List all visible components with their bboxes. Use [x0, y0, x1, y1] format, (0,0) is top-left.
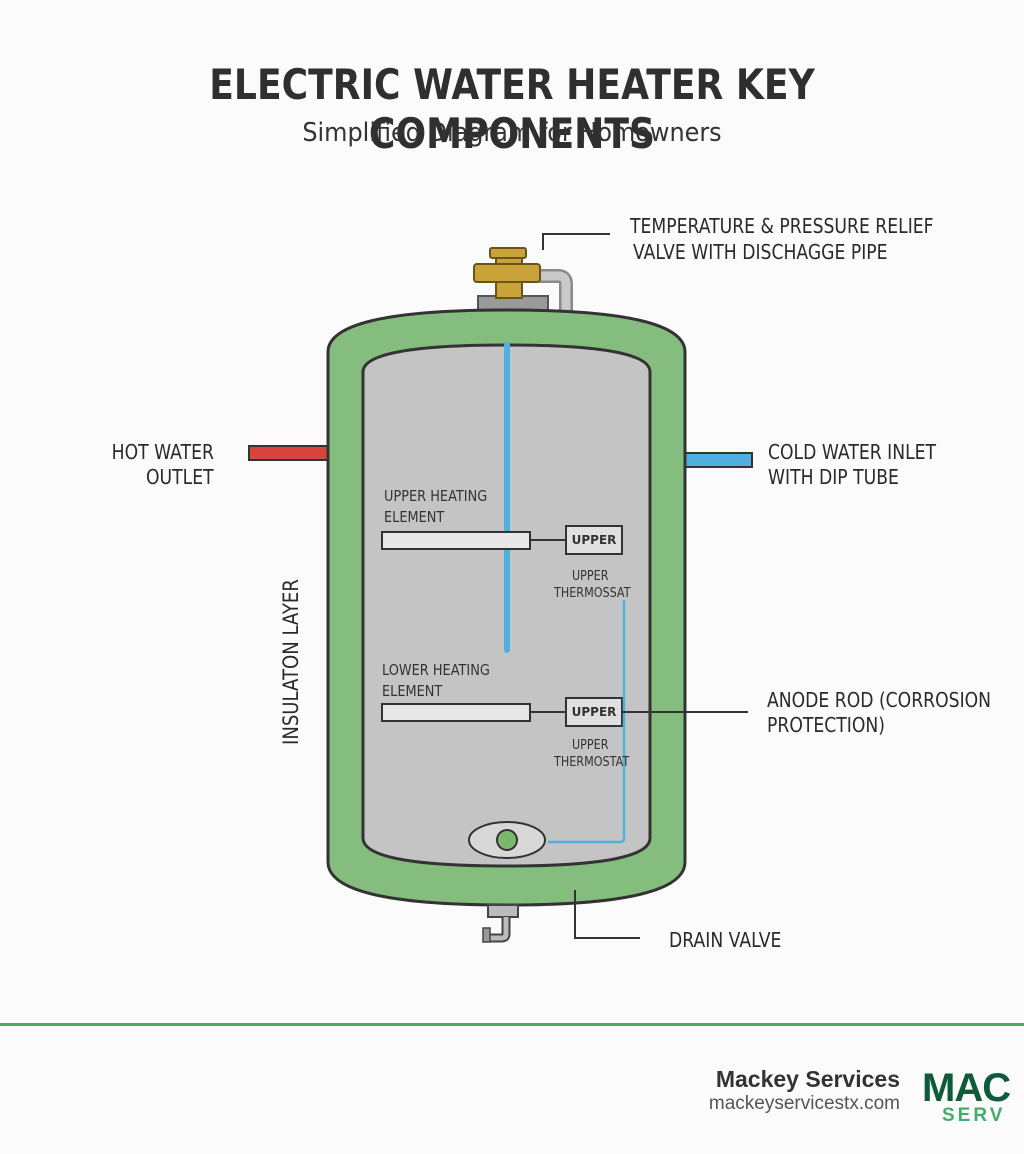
- hot-outlet-label-1: HOT WATER: [111, 440, 214, 464]
- company-block: Mackey Services mackeyservicestx.com: [709, 1066, 900, 1116]
- anode-label-1: ANODE ROD (CORROSION: [767, 688, 992, 712]
- lower-element-label-2: ELEMENT: [382, 682, 443, 700]
- upper-heating-element: [381, 531, 531, 550]
- hot-outlet-label-2: OUTLET: [146, 465, 214, 489]
- upper-thermostat-label-1: UPPER: [572, 569, 609, 584]
- anode-label-2: PROTECTION): [767, 713, 885, 737]
- cold-inlet-label-1: COLD WATER INLET: [768, 440, 937, 464]
- company-logo-bottom: SERV: [942, 1106, 1006, 1126]
- relief-valve-icon: [473, 247, 573, 319]
- upper-element-label-1: UPPER HEATING: [384, 487, 488, 505]
- page-subtitle: Simplified Diagram for Homowners: [302, 118, 722, 148]
- cold-inlet-label-2: WITH DIP TUBE: [768, 465, 899, 489]
- tp-valve-label-2: VALVE WITH DISCHAGGE PIPE: [633, 240, 888, 264]
- company-logo-top: MAC: [922, 1068, 1011, 1108]
- hot-water-pipe: [248, 445, 330, 461]
- insulation-label: INSULATON LAYER: [279, 579, 303, 745]
- drain-valve-label: DRAIN VALVE: [669, 928, 782, 952]
- upper-thermostat-box: [565, 525, 623, 555]
- anode-rod-line: [548, 600, 626, 844]
- company-url[interactable]: mackeyservicestx.com: [708, 1093, 900, 1114]
- lower-heating-element: [381, 703, 531, 722]
- drain-valve-icon: [482, 904, 519, 943]
- lower-box-label: UPPER: [571, 705, 617, 719]
- cold-water-pipe: [683, 452, 753, 468]
- upper-thermostat-label-2: THERMOSSAT: [554, 586, 631, 601]
- tp-valve-label-1: TEMPERATURE & PRESSURE RELIEF: [630, 214, 934, 238]
- water-heater-diagram: [248, 233, 753, 943]
- page-title: ELECTRIC WATER HEATER KEY COMPONENTS: [209, 60, 815, 158]
- company-name: Mackey Services: [715, 1066, 900, 1092]
- lower-thermostat-label-1: UPPER: [572, 738, 609, 753]
- upper-element-label-2: ELEMENT: [384, 508, 445, 526]
- footer-divider: [0, 1023, 1024, 1026]
- upper-box-label: UPPER: [571, 533, 617, 547]
- lower-thermostat-label-2: THERMOSTAT: [554, 755, 630, 770]
- lower-element-label-1: LOWER HEATING: [382, 661, 490, 679]
